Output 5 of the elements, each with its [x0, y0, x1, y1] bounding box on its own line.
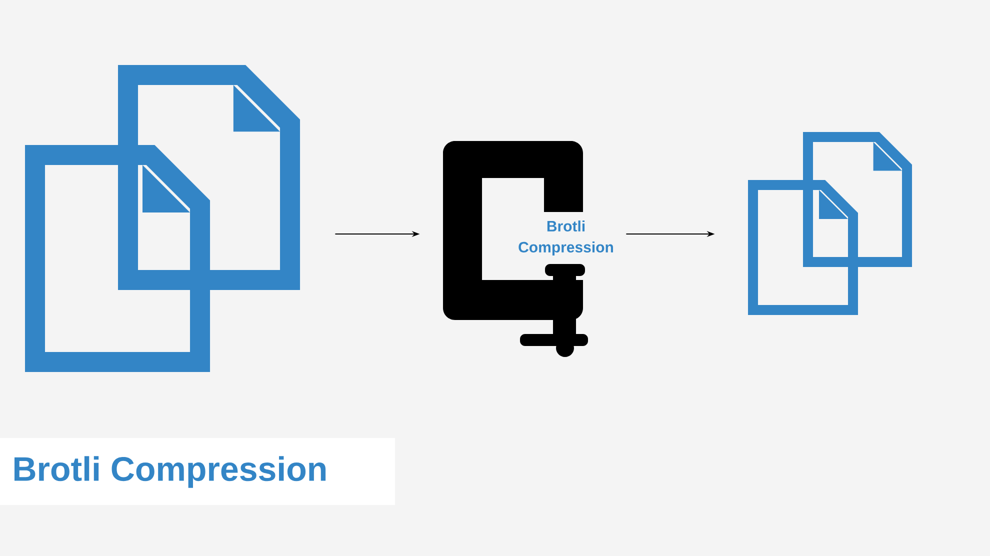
- clamp-drawing: Brotli Compression: [443, 141, 613, 357]
- documents-drawing: [25, 65, 300, 372]
- title-banner: Brotli Compression: [0, 438, 395, 505]
- documents-drawing: [748, 132, 912, 315]
- node-label: Brotli Compression: [518, 220, 613, 256]
